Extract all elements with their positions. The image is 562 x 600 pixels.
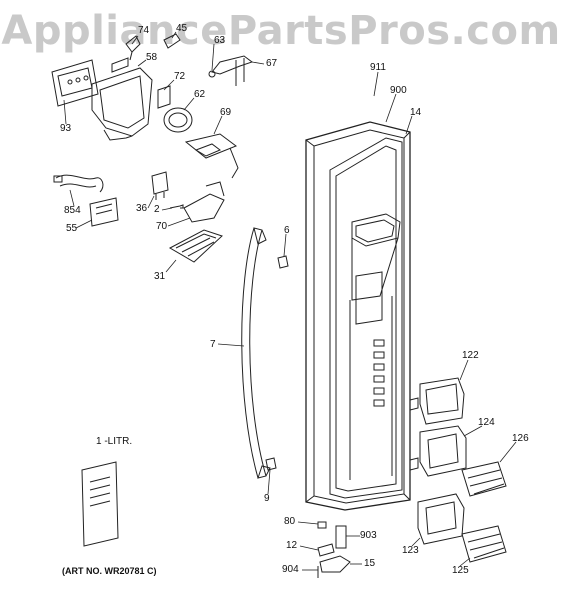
- door-handle-7: [241, 227, 271, 479]
- callout-854: 854: [64, 205, 81, 216]
- spacer-9: [265, 457, 277, 471]
- part-80: [317, 521, 327, 529]
- callout-15: 15: [364, 558, 376, 569]
- motor-62: [163, 107, 193, 133]
- callout-14: 14: [410, 107, 422, 118]
- callout-122: 122: [462, 350, 479, 361]
- callout-58: 58: [146, 52, 158, 63]
- literature-label: 1 -LITR.: [96, 436, 133, 447]
- callout-36: 36: [136, 203, 148, 214]
- part-12: [317, 543, 335, 557]
- callout-126: 126: [512, 433, 529, 444]
- callout-69: 69: [220, 107, 232, 118]
- drip-tray-31: [168, 229, 223, 263]
- callout-124: 124: [478, 417, 495, 428]
- leader-lines: [63, 31, 517, 571]
- bin-122: [419, 377, 465, 425]
- callout-63: 63: [214, 35, 226, 46]
- art-number: (ART NO. WR20781 C): [62, 566, 157, 576]
- circuit-board-55: [89, 197, 119, 227]
- callout-74: 74: [138, 25, 150, 36]
- callout-900: 900: [390, 85, 407, 96]
- literature-booklet: [81, 461, 119, 547]
- wire-harness-854: [53, 174, 104, 193]
- callout-45: 45: [176, 23, 188, 34]
- callout-2: 2: [154, 204, 160, 215]
- callout-903: 903: [360, 530, 377, 541]
- bracket-67: [208, 55, 254, 86]
- door-assembly: [305, 121, 419, 511]
- small-parts: [317, 521, 351, 578]
- callout-9: 9: [264, 493, 270, 504]
- bracket-74: [125, 35, 141, 61]
- part-903: [335, 525, 347, 549]
- callout-7: 7: [210, 339, 216, 350]
- screw-2: [169, 204, 184, 209]
- spacer-6: [277, 255, 289, 269]
- wire-rack-125: [461, 525, 507, 563]
- callout-67: 67: [266, 58, 278, 69]
- callout-93: 93: [60, 123, 72, 134]
- callout-80: 80: [284, 516, 296, 527]
- bin-123: [417, 493, 465, 545]
- dispenser-housing: [91, 57, 153, 141]
- funnel-69: [184, 133, 239, 179]
- callout-6: 6: [284, 225, 290, 236]
- callout-904: 904: [282, 564, 299, 575]
- bin-124: [419, 425, 467, 477]
- callout-12: 12: [286, 540, 298, 551]
- callout-123: 123: [402, 545, 419, 556]
- callout-125: 125: [452, 565, 469, 576]
- callout-911: 911: [370, 62, 386, 73]
- callout-70: 70: [156, 221, 168, 232]
- switch-36: [151, 171, 169, 200]
- clip-45: [163, 33, 181, 49]
- switch-72: [157, 85, 171, 109]
- callout-72: 72: [174, 71, 186, 82]
- callout-62: 62: [194, 89, 206, 100]
- callout-31: 31: [154, 271, 166, 282]
- callout-55: 55: [66, 223, 78, 234]
- part-15: [319, 555, 351, 573]
- control-panel: [51, 59, 99, 107]
- paddle-70: [183, 181, 225, 223]
- wire-rack-126: [461, 461, 507, 497]
